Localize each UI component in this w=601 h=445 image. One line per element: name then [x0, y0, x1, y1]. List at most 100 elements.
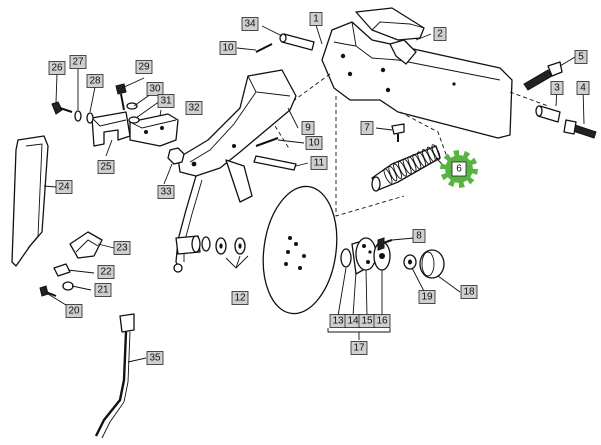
- callout-c31[interactable]: 31: [157, 94, 175, 108]
- shank-arm[interactable]: [177, 69, 297, 203]
- callout-c32[interactable]: 32: [185, 101, 203, 115]
- frame-bracket[interactable]: [321, 21, 513, 139]
- highlight-label: 6: [456, 164, 462, 175]
- highlight-marker[interactable]: 6: [440, 150, 478, 188]
- washer-27[interactable]: [74, 110, 82, 122]
- callout-c4[interactable]: 4: [576, 81, 590, 95]
- callout-box: [113, 241, 131, 255]
- callout-box: [460, 285, 478, 299]
- callout-c22[interactable]: 22: [97, 265, 115, 279]
- callout-c26[interactable]: 26: [48, 61, 66, 75]
- callout-box: [69, 55, 87, 69]
- callout-c17[interactable]: 17: [350, 341, 368, 355]
- coil-spring[interactable]: [371, 144, 442, 192]
- callout-c29[interactable]: 29: [135, 60, 153, 74]
- callout-c28[interactable]: 28: [86, 74, 104, 88]
- callout-c3[interactable]: 3: [550, 81, 564, 95]
- callout-number: 12: [234, 293, 246, 304]
- callout-number: 15: [361, 316, 373, 327]
- callout-number: 8: [416, 231, 422, 242]
- callout-c33[interactable]: 33: [157, 185, 175, 199]
- callout-c18[interactable]: 18: [460, 285, 478, 299]
- callout-c1[interactable]: 1: [309, 12, 323, 26]
- clamp-25[interactable]: [91, 111, 131, 147]
- callout-c35[interactable]: 35: [146, 351, 164, 365]
- callout-c34[interactable]: 34: [241, 17, 259, 31]
- callout-c24[interactable]: 24: [55, 180, 73, 194]
- callout-number: 31: [160, 96, 172, 107]
- washer-31[interactable]: [128, 116, 140, 124]
- callout-number: 5: [578, 52, 584, 63]
- callout-c8[interactable]: 8: [412, 229, 426, 243]
- callout-c23[interactable]: 23: [113, 241, 131, 255]
- callout-c11[interactable]: 11: [310, 156, 328, 170]
- callout-number: 2: [437, 29, 443, 40]
- plate-23[interactable]: [69, 231, 103, 259]
- mount-bracket-32[interactable]: [129, 113, 179, 147]
- callout-number: 4: [580, 83, 586, 94]
- callout-number: 1: [313, 14, 319, 25]
- callout-c9[interactable]: 9: [301, 121, 315, 135]
- callout-c15[interactable]: 15: [358, 314, 376, 328]
- callout-c21[interactable]: 21: [94, 283, 112, 297]
- depth-rod-35[interactable]: [94, 313, 135, 439]
- callout-c12[interactable]: 12: [231, 291, 249, 305]
- callout-box: [301, 121, 315, 135]
- callout-box: [97, 265, 115, 279]
- pin-34[interactable]: [279, 33, 315, 51]
- scraper-blade-24[interactable]: [11, 135, 49, 267]
- callout-box: [360, 121, 374, 135]
- callout-box: [231, 291, 249, 305]
- group-bracket-17: [327, 328, 391, 340]
- bolt-4[interactable]: [563, 119, 597, 139]
- callout-c16[interactable]: 16: [373, 314, 391, 328]
- callout-number: 23: [116, 243, 128, 254]
- callout-c30[interactable]: 30: [146, 82, 164, 96]
- callout-c7[interactable]: 7: [360, 121, 374, 135]
- roll-pin-10-mid[interactable]: [255, 137, 279, 147]
- callout-box: [97, 160, 115, 174]
- hub-assembly[interactable]: [340, 237, 391, 275]
- callout-c13[interactable]: 13: [329, 314, 347, 328]
- callout-c2[interactable]: 2: [433, 27, 447, 41]
- bolt-21[interactable]: [62, 281, 74, 291]
- callout-box: [412, 229, 426, 243]
- callout-number: 25: [100, 162, 112, 173]
- closing-disc[interactable]: [255, 182, 344, 319]
- roll-pin-10-top[interactable]: [255, 43, 273, 53]
- spring-coil: [407, 156, 417, 172]
- washer-set-12[interactable]: [201, 236, 249, 269]
- hanger-rod[interactable]: [173, 175, 203, 273]
- callout-c20[interactable]: 20: [65, 304, 83, 318]
- callout-number: 13: [332, 316, 344, 327]
- callout-c19[interactable]: 19: [418, 290, 436, 304]
- spring-coil: [421, 149, 431, 165]
- nut-28[interactable]: [86, 112, 94, 124]
- callout-c10a[interactable]: 10: [219, 41, 237, 55]
- clip-22[interactable]: [53, 263, 71, 277]
- callout-number: 17: [353, 343, 365, 354]
- callout-number: 3: [554, 83, 560, 94]
- callout-c27[interactable]: 27: [69, 55, 87, 69]
- bushing-3[interactable]: [535, 105, 561, 123]
- dust-cap-18[interactable]: [419, 249, 445, 279]
- nut-33[interactable]: [167, 147, 185, 165]
- bolt-29[interactable]: [115, 83, 127, 111]
- bolt-26[interactable]: [51, 101, 73, 115]
- axle-bolt[interactable]: [175, 235, 201, 255]
- bolt-20[interactable]: [39, 285, 57, 297]
- nut-19[interactable]: [403, 254, 417, 270]
- callout-number: 20: [68, 306, 80, 317]
- pin-11[interactable]: [253, 155, 297, 171]
- washer-30[interactable]: [126, 102, 138, 110]
- callout-c5[interactable]: 5: [574, 50, 588, 64]
- callout-box: [185, 101, 203, 115]
- callout-c10b[interactable]: 10: [305, 136, 323, 150]
- callout-c25[interactable]: 25: [97, 160, 115, 174]
- callout-box: [310, 156, 328, 170]
- callout-box: [135, 60, 153, 74]
- callout-number: 7: [364, 123, 370, 134]
- bolt-7[interactable]: [391, 123, 405, 142]
- bolt-5[interactable]: [523, 61, 563, 91]
- bolt-8[interactable]: [377, 237, 393, 251]
